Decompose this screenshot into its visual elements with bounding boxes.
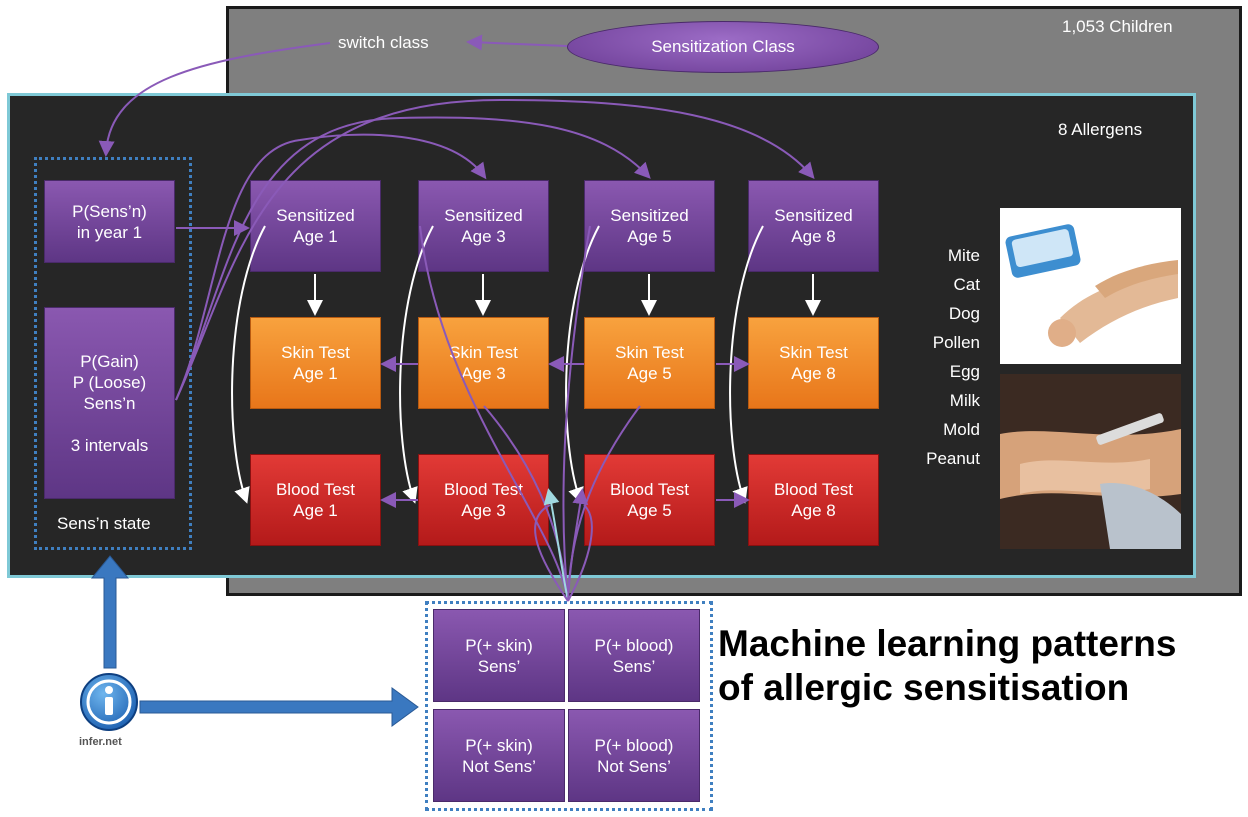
node-line: in year 1 xyxy=(76,222,143,242)
probability-node-1: P(+ skin)Sens’ xyxy=(433,609,565,702)
allergen-item: Mold xyxy=(943,420,980,439)
probability-node-4: P(+ blood)Not Sens’ xyxy=(568,709,700,802)
arrow-state-to-age8 xyxy=(175,98,815,401)
right-arrow xyxy=(139,687,419,727)
node-line: Age 5 xyxy=(627,364,672,383)
allergen-item: Egg xyxy=(949,362,980,381)
node-line: Blood Test xyxy=(275,480,356,499)
arrow-probs-to-sens5 xyxy=(562,225,591,602)
children-count-label: 1,053 Children xyxy=(1062,17,1173,36)
allergen-item: Dog xyxy=(948,304,980,323)
node-line: Age 8 xyxy=(791,227,836,246)
node-line: Skin Test xyxy=(281,343,350,362)
skin-test-photo xyxy=(1000,208,1181,364)
node-line: Sensitized xyxy=(276,206,355,225)
node-line: Not Sens’ xyxy=(597,756,671,776)
switch-class-label: switch class xyxy=(338,33,429,52)
node-line: Skin Test xyxy=(449,343,518,362)
node-line: Skin Test xyxy=(615,343,684,362)
probability-group xyxy=(425,601,713,811)
node-line: Age 8 xyxy=(791,364,836,383)
node-line: Age 3 xyxy=(461,364,506,383)
allergen-item: Cat xyxy=(953,275,980,294)
diagram-title: Machine learning patterns of allergic se… xyxy=(718,622,1177,710)
node-line: Age 3 xyxy=(461,227,506,246)
up-arrow xyxy=(90,555,130,669)
node-line: P(Gain) xyxy=(80,351,139,371)
sens-state-group xyxy=(34,157,192,550)
node-line: P(+ blood) xyxy=(594,635,674,655)
arrow-sens-to-blood-col1 xyxy=(231,225,266,504)
node-line: Skin Test xyxy=(779,343,848,362)
arrow-probs-aux-1 xyxy=(534,504,569,602)
sens-state-label: Sens’n state xyxy=(57,514,151,533)
arrow-probs-to-sens3 xyxy=(419,225,569,602)
arrow-probs-to-blood5 xyxy=(567,488,589,602)
infer-net-logo xyxy=(80,673,138,731)
node-line: Blood Test xyxy=(773,480,854,499)
node-line: 3 intervals xyxy=(70,435,149,455)
arrow-sens-to-blood-col2 xyxy=(399,225,434,504)
arrow-probs-to-skin3 xyxy=(483,405,569,602)
node-line: Not Sens’ xyxy=(462,756,536,776)
arrow-probs-to-blood3 xyxy=(543,488,569,602)
title-line: Machine learning patterns xyxy=(718,623,1177,664)
infer-net-label: infer.net xyxy=(79,736,122,748)
p-sens-year1-node: P(Sens’n) in year 1 xyxy=(44,180,175,263)
node-line: Sens’ xyxy=(612,656,656,676)
title-line: of allergic sensitisation xyxy=(718,667,1130,708)
node-line: Sens’ xyxy=(477,656,521,676)
node-line: Age 1 xyxy=(293,227,338,246)
allergen-item: Mite xyxy=(947,246,980,265)
allergen-list: Mite Cat Dog Pollen Egg Milk Mold Peanut xyxy=(900,241,980,473)
node-line: Sens’n xyxy=(83,393,136,413)
node-line: Age 5 xyxy=(627,501,672,520)
arrow-state-to-age3 xyxy=(175,133,487,401)
p-gain-loose-node: P(Gain) P (Loose) Sens’n 3 intervals xyxy=(44,307,175,499)
arrow-switch-to-state xyxy=(98,42,331,157)
node-line: Age 1 xyxy=(293,501,338,520)
node-line: P(+ skin) xyxy=(465,635,533,655)
arrow-class-to-switch xyxy=(466,34,568,51)
sensitization-class-node: Sensitization Class xyxy=(567,21,879,73)
allergen-item: Milk xyxy=(949,391,980,410)
arrow-sens-to-blood-col4 xyxy=(729,225,764,504)
node-line: Blood Test xyxy=(443,480,524,499)
node-line: P (Loose) xyxy=(72,372,147,392)
allergen-item: Peanut xyxy=(926,449,980,468)
node-line: P(+ skin) xyxy=(465,735,533,755)
probability-node-2: P(+ blood)Sens’ xyxy=(568,609,700,702)
blood-test-photo xyxy=(1000,374,1181,549)
node-line: Sensitized xyxy=(610,206,689,225)
node-line: Sensitized xyxy=(774,206,853,225)
node-line: Age 8 xyxy=(791,501,836,520)
probability-node-3: P(+ skin)Not Sens’ xyxy=(433,709,565,802)
node-line: P(Sens’n) xyxy=(72,201,147,221)
allergens-count-label: 8 Allergens xyxy=(1058,120,1143,139)
node-line: P(+ blood) xyxy=(594,735,674,755)
node-line: Age 5 xyxy=(627,227,672,246)
node-line: Age 1 xyxy=(293,364,338,383)
arrow-probs-aux-2 xyxy=(567,504,593,602)
allergen-item: Pollen xyxy=(932,333,980,352)
node-line: Sensitized xyxy=(444,206,523,225)
node-line: Age 3 xyxy=(461,501,506,520)
node-line: Blood Test xyxy=(609,480,690,499)
